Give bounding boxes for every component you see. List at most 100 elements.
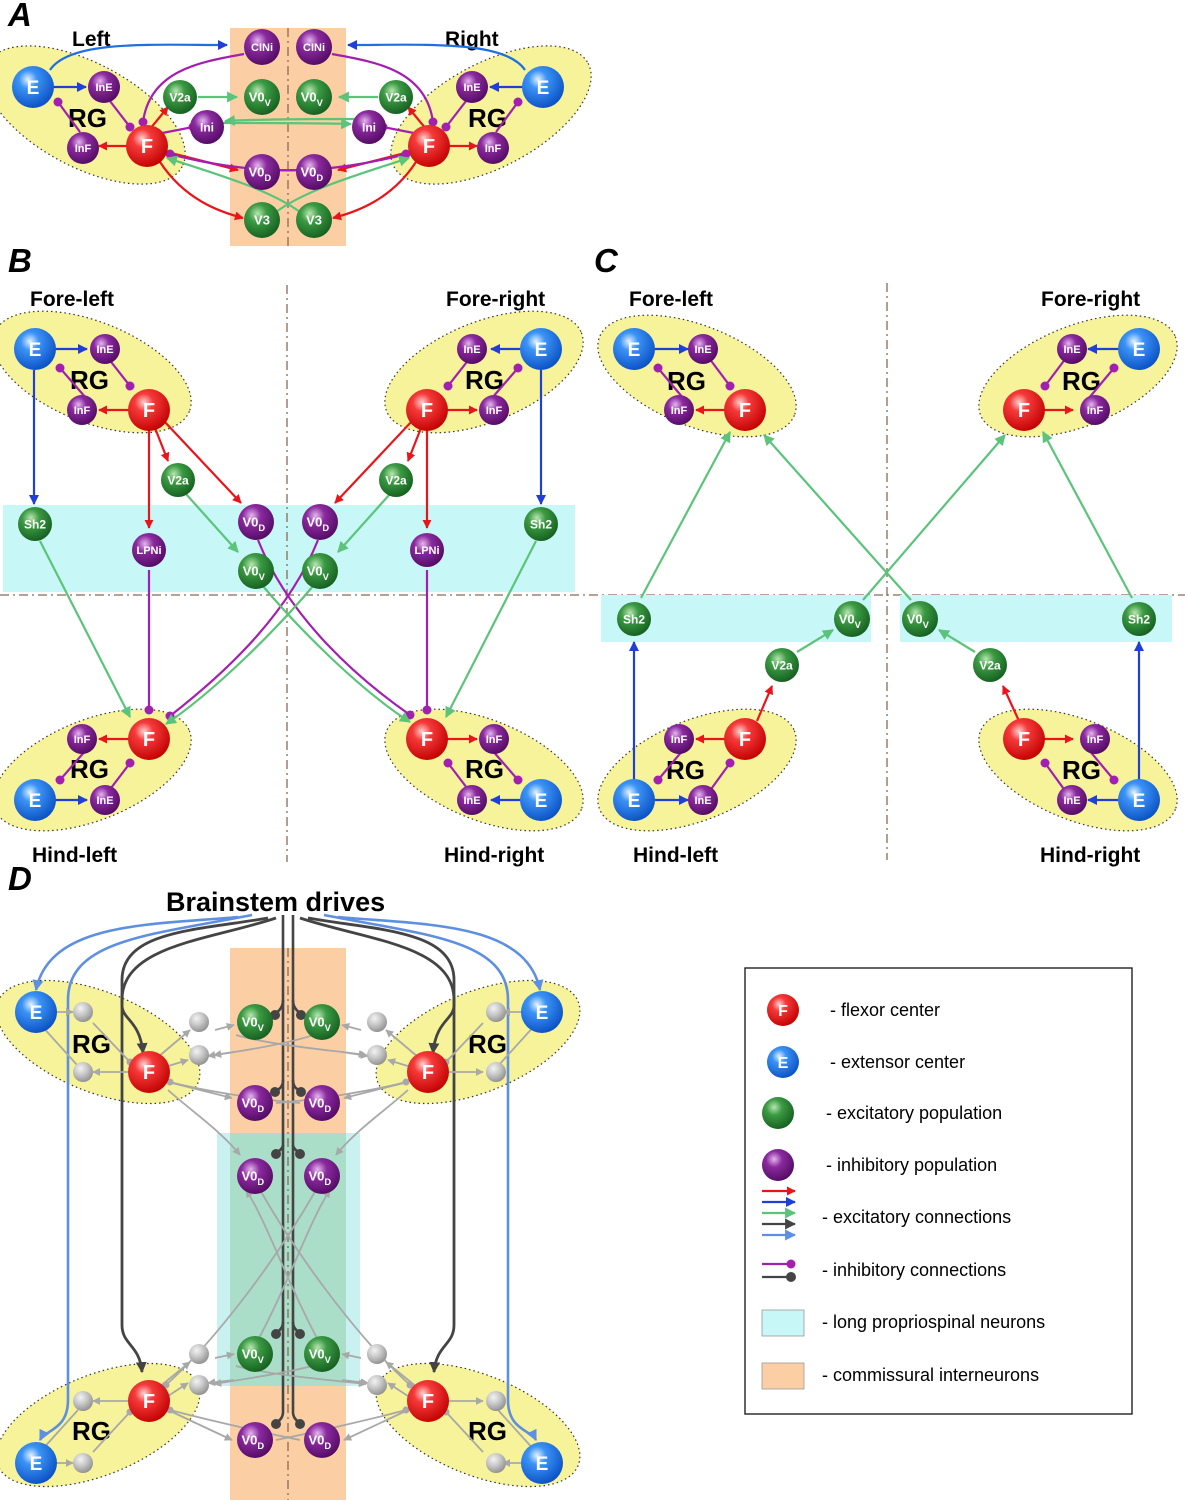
extensor-center-e-label: E: [536, 1003, 549, 1024]
extensor-center-e: E: [613, 328, 655, 370]
commissural-v0d-label: V0D: [309, 1433, 332, 1451]
propriospinal-sh2: Sh2: [524, 507, 558, 541]
inhibitory-inf-label: InF: [74, 405, 91, 417]
flexor-center-f-label: F: [739, 400, 751, 422]
generic-population-node: [486, 1062, 506, 1082]
commissural-v0d: V0D: [304, 1158, 340, 1194]
left-title: Left: [72, 28, 111, 51]
commissural-v0d-label: V0D: [307, 515, 330, 533]
extensor-center-e-label: E: [628, 340, 641, 361]
rg-label: RG: [70, 365, 109, 395]
inhibitory-ine: InE: [1057, 334, 1087, 364]
inhibitory-inf: InF: [664, 724, 694, 754]
commissural-v0v: V0V: [244, 79, 280, 115]
connections-c: [629, 344, 1144, 805]
flexor-center-f-label: F: [422, 1062, 434, 1084]
excitatory-v2a-label: V2a: [167, 473, 189, 487]
legend-flexor-icon-label: F: [778, 1003, 788, 1020]
commissural-v0d-label: V0D: [309, 1169, 332, 1187]
excitatory-v2a-label: V2a: [169, 90, 191, 104]
flexor-center-f: F: [128, 389, 170, 431]
commissural-v0v: V0V: [237, 1004, 273, 1040]
extensor-center-e-label: E: [537, 78, 550, 99]
legend-excitatory-icon: [762, 1097, 794, 1129]
flexor-center-f-label: F: [423, 136, 435, 158]
flexor-center-f-label: F: [421, 400, 433, 422]
panel-label-d: D: [8, 860, 32, 897]
commissural-v0d: V0D: [244, 154, 280, 190]
legend-extensor-icon: E: [767, 1046, 799, 1078]
excitatory-v2a-label: V2a: [771, 658, 793, 672]
flexor-center-f: F: [128, 1380, 170, 1422]
legend-commissural-swatch: [761, 1362, 805, 1390]
inhibitory-ine-label: InE: [463, 795, 480, 807]
commissural-v0d: V0D: [304, 1422, 340, 1458]
flexor-center-f: F: [724, 718, 766, 760]
inhibitory-inf: InF: [1080, 724, 1110, 754]
commissural-v0v-label: V0V: [243, 564, 266, 582]
flexor-center-f: F: [407, 1051, 449, 1093]
flexor-center-f: F: [1003, 389, 1045, 431]
inhibitory-inf: InF: [479, 395, 509, 425]
inhibitory-ine-label: InE: [463, 82, 480, 94]
commissural-v0v-label: V0V: [309, 1347, 332, 1365]
flexor-center-f-label: F: [143, 1391, 155, 1413]
excitatory-v2a-label: V2a: [979, 658, 1001, 672]
legend-propriospinal-swatch: [761, 1309, 805, 1337]
generic-population-node: [73, 1002, 93, 1022]
generic-population-node: [189, 1045, 209, 1065]
generic-population-node: [73, 1453, 93, 1473]
legend-extensor-icon-label: E: [778, 1055, 789, 1072]
extensor-center-e: E: [14, 328, 56, 370]
commissural-clni-label: CINi: [251, 42, 273, 54]
fore-left-title: Fore-left: [30, 288, 114, 311]
inhibitory-inf-label: InF: [486, 734, 503, 746]
inhibitory-ine: InE: [88, 71, 120, 103]
propriospinal-sh2-label: Sh2: [623, 612, 645, 626]
commissural-v0v-label: V0V: [242, 1347, 265, 1365]
extensor-center-e-label: E: [29, 791, 42, 812]
flexor-center-f: F: [724, 389, 766, 431]
commissural-v3: V3: [244, 202, 280, 238]
extensor-center-e: E: [521, 1442, 563, 1484]
inhibitory-ini: Ini: [190, 110, 224, 144]
inhibitory-ine-label: InE: [1063, 344, 1080, 356]
inhibitory-ine-label: InE: [1063, 795, 1080, 807]
inhibitory-ine-label: InE: [694, 344, 711, 356]
flexor-center-f: F: [406, 389, 448, 431]
generic-population-node: [73, 1391, 93, 1411]
hind-right-title: Hind-right: [1040, 844, 1140, 867]
propriospinal-sh2-label: Sh2: [530, 517, 552, 531]
propriospinal-v0v: V0V: [902, 601, 938, 637]
extensor-center-e-label: E: [535, 791, 548, 812]
legend: - flexor center - extensor center - exci…: [744, 967, 1133, 1415]
inhibitory-ine: InE: [456, 71, 488, 103]
extensor-center-e: E: [1118, 328, 1160, 370]
excitatory-v2a-label: V2a: [385, 473, 407, 487]
panel-c: C Fore-left Fore-right Hind-left Hind-ri…: [594, 242, 1178, 867]
inhibitory-inf-label: InF: [671, 734, 688, 746]
commissural-v3: V3: [296, 202, 332, 238]
rg-label: RG: [1062, 755, 1101, 785]
commissural-v3-label: V3: [306, 213, 322, 228]
extensor-center-e-label: E: [29, 340, 42, 361]
legend-text: - excitatory connections: [822, 1207, 1011, 1227]
flexor-center-f: F: [406, 718, 448, 760]
extensor-center-e-label: E: [27, 78, 40, 99]
propriospinal-v0v: V0V: [834, 601, 870, 637]
commissural-v0d-label: V0D: [242, 1169, 265, 1187]
commissural-v0d: V0D: [304, 1085, 340, 1121]
commissural-clni: CINi: [244, 29, 280, 65]
panel-label-b: B: [8, 242, 32, 279]
generic-population-node: [486, 1453, 506, 1473]
legend-text: - commissural interneurons: [822, 1365, 1039, 1385]
extensor-center-e: E: [520, 779, 562, 821]
commissural-v0v-label: V0V: [249, 90, 272, 108]
flexor-center-f: F: [126, 125, 168, 167]
legend-text: - inhibitory connections: [822, 1260, 1006, 1280]
commissural-v0d-label: V0D: [301, 165, 324, 183]
inhibitory-ine: InE: [457, 785, 487, 815]
hind-left-title: Hind-left: [32, 844, 117, 867]
inhibitory-ine: InE: [90, 334, 120, 364]
